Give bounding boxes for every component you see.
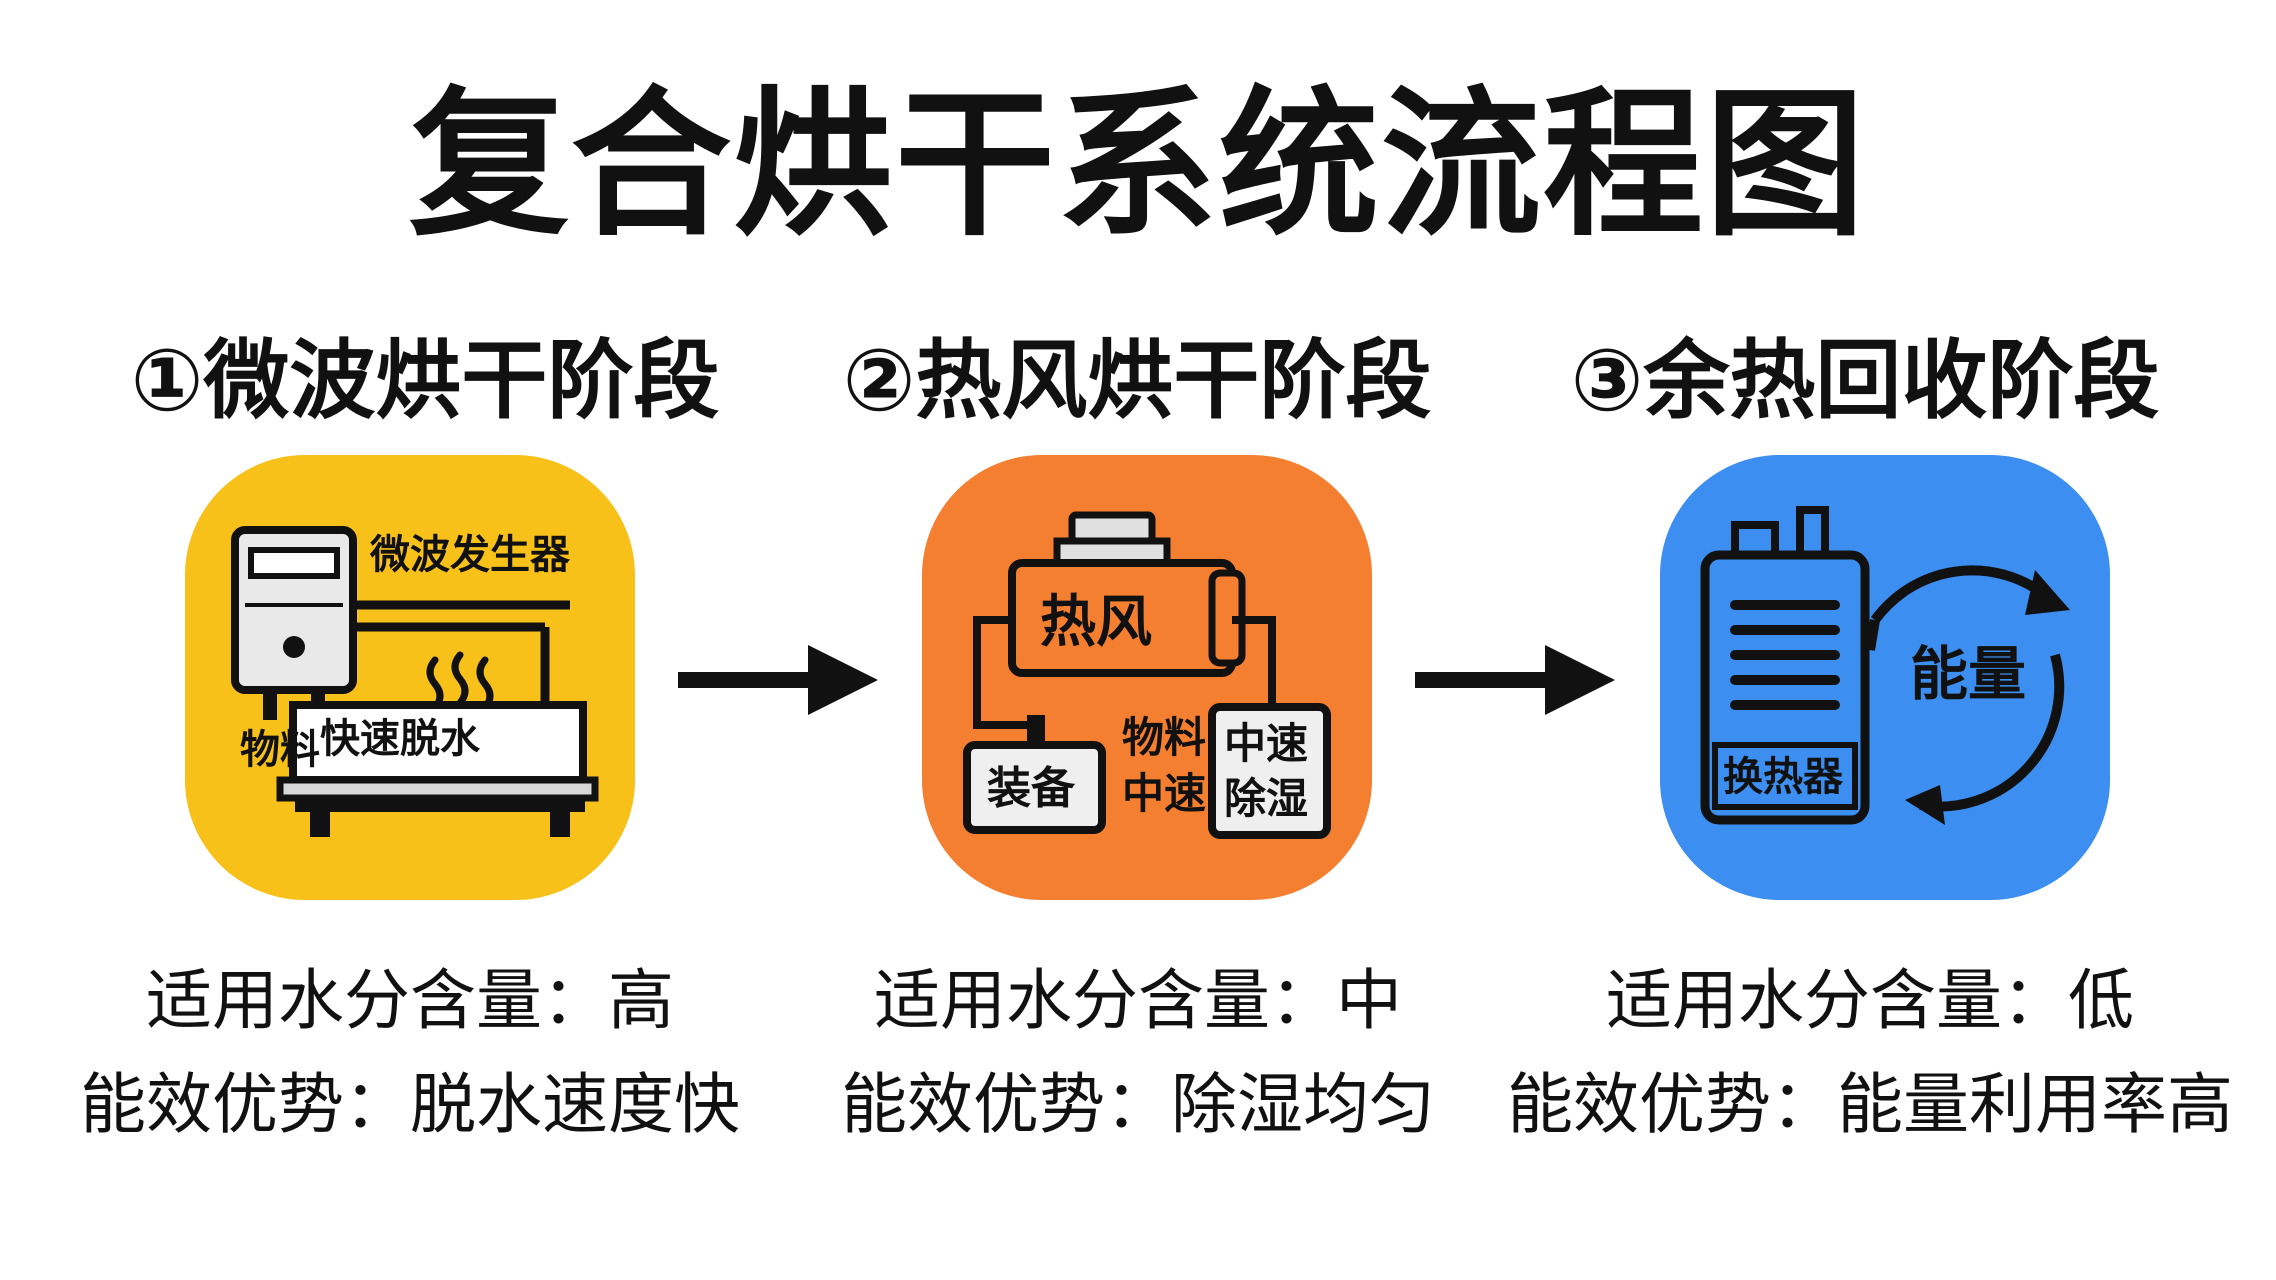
page-title: 复合烘干系统流程图 — [408, 71, 1867, 258]
energy-label: 能量 — [1910, 640, 2027, 708]
fast-dehydration-label: 快速脱水 — [320, 716, 480, 762]
arrow-right-icon — [678, 645, 878, 715]
heat-exchanger-icon — [1700, 506, 2070, 825]
stage-2-moisture: 适用水分含量：中 — [874, 962, 1402, 1039]
stage-3-card: 能量 换热器 — [1660, 455, 2110, 900]
stage-3-moisture: 适用水分含量：低 — [1606, 962, 2134, 1039]
hot-air-label: 热风 — [1040, 590, 1152, 655]
material-label: 物料 — [1122, 713, 1207, 762]
stage-2-heading: ②热风烘干阶段 — [842, 331, 1432, 431]
stage-2-card: 热风 装备 物料 中速 中速 除湿 — [922, 455, 1372, 900]
heat-exchanger-label: 换热器 — [1723, 754, 1843, 800]
recycle-arrows-icon — [1865, 565, 2065, 812]
hot-air-unit-icon — [963, 511, 1331, 839]
stage-3-advantage: 能效优势：能量利用率高 — [1507, 1066, 2233, 1143]
equipment-label: 装备 — [987, 763, 1075, 814]
material-label: 物料 — [240, 727, 320, 773]
arrow-right-icon — [1415, 645, 1615, 715]
flow-arrow-2 — [1415, 640, 1615, 720]
stage-1-heading: ①微波烘干阶段 — [130, 331, 720, 431]
medium-speed-label: 中速 — [1122, 769, 1207, 818]
stage-3-heading: ③余热回收阶段 — [1570, 331, 2160, 431]
generator-label: 微波发生器 — [370, 532, 570, 578]
steam-icon — [426, 651, 494, 712]
stage-1-card: 微波发生器 物料 快速脱水 — [185, 455, 635, 900]
microwave-generator-icon — [231, 526, 599, 837]
stage-1-advantage: 能效优势：脱水速度快 — [80, 1066, 740, 1143]
stage-2-advantage: 能效优势：除湿均匀 — [841, 1066, 1435, 1143]
flow-arrow-1 — [678, 640, 878, 720]
stage-1-moisture: 适用水分含量：高 — [146, 962, 674, 1039]
speed-dehumidify-label: 中速 除湿 — [1224, 719, 1309, 823]
